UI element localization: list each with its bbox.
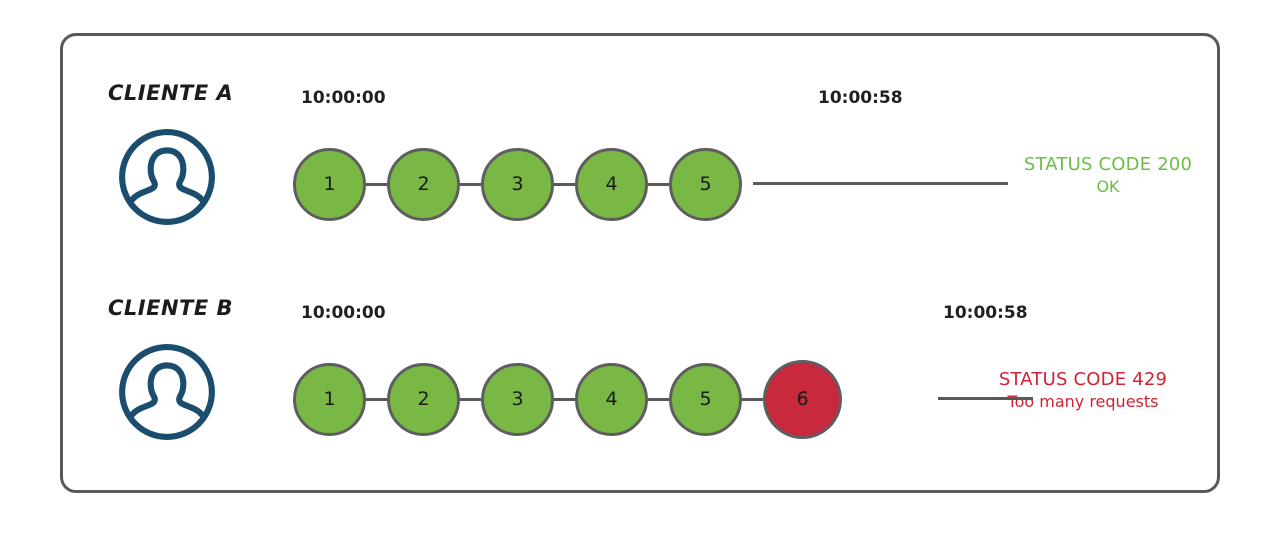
request-node: 4 bbox=[575, 147, 648, 221]
tail-line-a bbox=[753, 182, 1008, 185]
status-detail-b: Too many requests bbox=[1007, 391, 1159, 411]
request-node: 4 bbox=[575, 362, 648, 436]
request-node: 5 bbox=[669, 147, 742, 221]
request-node: 2 bbox=[387, 147, 460, 221]
timestamp-start-a: 10:00:00 bbox=[301, 88, 386, 108]
client-label-b: CLIENTE B bbox=[108, 296, 234, 320]
request-node: 1 bbox=[293, 147, 366, 221]
status-code-b: STATUS CODE 429 bbox=[998, 369, 1168, 390]
request-node: 2 bbox=[387, 362, 460, 436]
request-node: 6 bbox=[763, 359, 842, 439]
chain-connector bbox=[554, 182, 575, 186]
chain-connector bbox=[460, 397, 481, 401]
timestamp-start-b: 10:00:00 bbox=[301, 303, 386, 323]
status-badge-b: STATUS CODE 429 Too many requests bbox=[958, 369, 1208, 412]
status-code-a: STATUS CODE 200 bbox=[1023, 154, 1193, 175]
tail-line-b bbox=[938, 397, 1033, 400]
chain-connector bbox=[366, 182, 387, 186]
request-node: 1 bbox=[293, 362, 366, 436]
chain-connector bbox=[460, 182, 481, 186]
request-node: 5 bbox=[669, 362, 742, 436]
chain-connector bbox=[648, 182, 669, 186]
user-avatar-icon bbox=[113, 126, 221, 228]
status-badge-a: STATUS CODE 200 OK bbox=[983, 154, 1233, 197]
timestamp-end-a: 10:00:58 bbox=[818, 88, 903, 108]
chain-connector bbox=[554, 397, 575, 401]
request-node: 3 bbox=[481, 147, 554, 221]
chain-connector bbox=[742, 397, 763, 401]
timestamp-end-b: 10:00:58 bbox=[943, 303, 1028, 323]
chain-connector bbox=[366, 397, 387, 401]
chain-connector bbox=[648, 397, 669, 401]
client-label-a: CLIENTE A bbox=[108, 81, 234, 105]
status-detail-a: OK bbox=[1096, 176, 1120, 196]
request-node: 3 bbox=[481, 362, 554, 436]
user-avatar-icon bbox=[113, 341, 221, 443]
